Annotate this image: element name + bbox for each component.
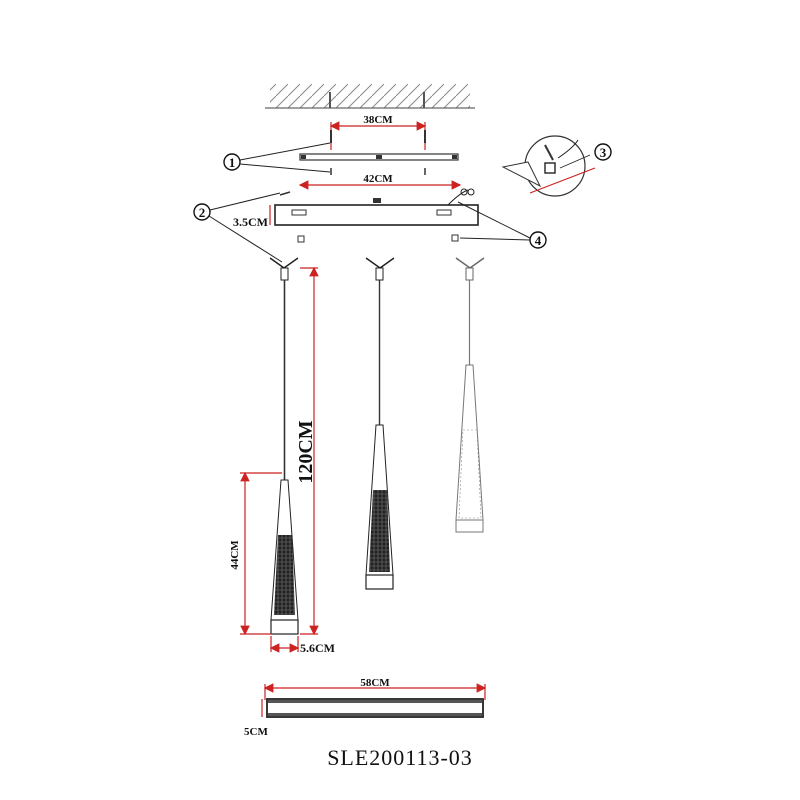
small-part [297, 235, 305, 243]
svg-text:4: 4 [535, 233, 542, 248]
canopy-length-label: 58CM [360, 677, 390, 689]
bar-height-label: 3.5CM [233, 215, 268, 229]
callout-4: 4 [457, 201, 547, 249]
callout-2: 2 [193, 192, 283, 263]
drop-length-dimension: 120CM [295, 266, 319, 636]
canopy-hole-spacing-label: 38CM [363, 114, 393, 126]
callout-1: 1 [223, 142, 331, 173]
bar-height-dimension: 3.5CM [233, 205, 271, 229]
pendant-light-3 [455, 257, 485, 533]
canopy-height-label: 5CM [244, 726, 268, 738]
screws [330, 130, 426, 175]
model-code: SLE200113-03 [327, 745, 473, 770]
pendant-light-2 [365, 257, 395, 590]
pendant-light-1 [269, 257, 299, 635]
shade-diameter-label: 5.6CM [300, 641, 335, 655]
shade-length-dimension: 44CM [229, 471, 282, 636]
callout-3: 3 [600, 145, 607, 160]
bar-hole-spacing-label: 42CM [363, 173, 393, 185]
mounting-plate [299, 153, 459, 161]
shade-diameter-dimension: 5.6CM [269, 636, 335, 655]
screw-spacing-dimension: 38CM [329, 114, 427, 150]
canopy-side-view: 58CM 5CM [244, 677, 487, 738]
canopy-bar [274, 188, 479, 226]
svg-text:1: 1 [229, 155, 236, 170]
shade-length-label: 44CM [229, 540, 241, 570]
drop-length-label: 120CM [295, 420, 317, 483]
ceiling [265, 84, 475, 109]
bar-hole-spacing-dimension: 42CM [298, 173, 462, 190]
svg-text:2: 2 [199, 205, 206, 220]
wiring-detail: 3 [501, 135, 612, 197]
small-part [451, 234, 459, 242]
